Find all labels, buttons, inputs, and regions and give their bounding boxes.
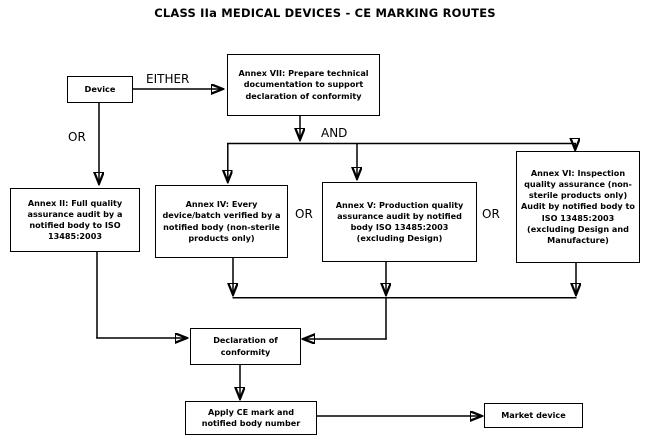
- connector-label-and: AND: [321, 126, 348, 140]
- node-annex-iv[interactable]: Annex IV: Every device/batch verified by…: [155, 185, 288, 258]
- node-declaration-of-conformity[interactable]: Declaration of conformity: [190, 328, 301, 365]
- node-annex-vi[interactable]: Annex VI: Inspection quality assurance (…: [516, 151, 640, 263]
- page-title: CLASS IIa MEDICAL DEVICES - CE MARKING R…: [154, 6, 496, 20]
- connector-label-or-v-vi: OR: [482, 207, 500, 221]
- node-market-device[interactable]: Market device: [484, 403, 583, 428]
- connector-label-or-iv-v: OR: [295, 207, 313, 221]
- node-annex-v[interactable]: Annex V: Production quality assurance au…: [322, 182, 477, 262]
- node-annex-ii[interactable]: Annex II: Full quality assurance audit b…: [10, 188, 140, 252]
- node-device[interactable]: Device: [67, 76, 133, 103]
- node-annex-vii[interactable]: Annex VII: Prepare technical documentati…: [227, 54, 380, 116]
- node-apply-ce-mark[interactable]: Apply CE mark and notified body number: [185, 401, 317, 435]
- connector-label-or-device: OR: [68, 130, 86, 144]
- connector-label-either: EITHER: [146, 72, 190, 86]
